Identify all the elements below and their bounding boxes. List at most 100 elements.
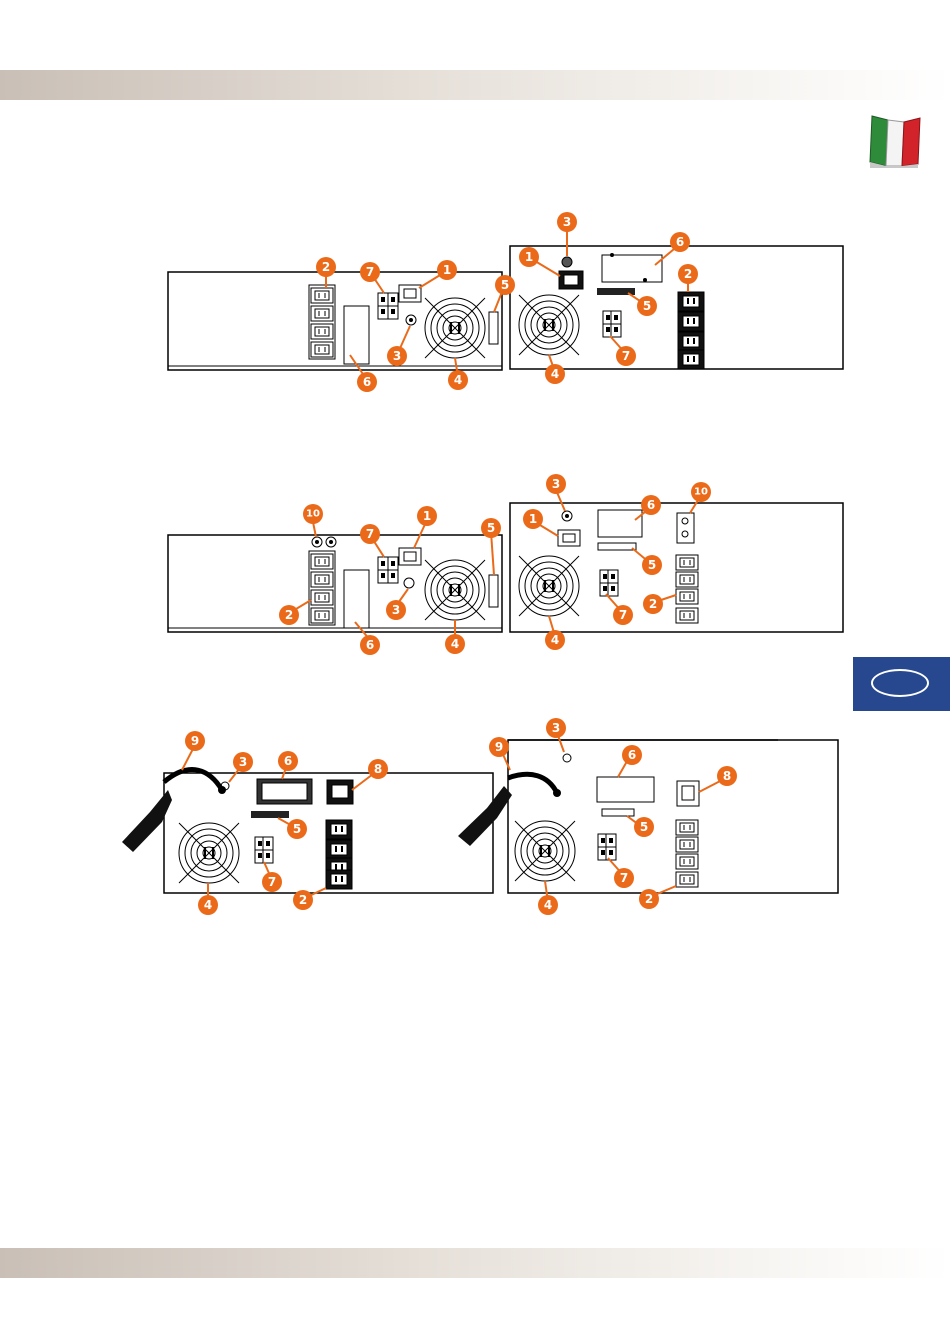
ac-inlet: [399, 548, 421, 565]
svg-text:6: 6: [363, 375, 371, 389]
svg-text:4: 4: [551, 633, 559, 647]
comm-port: [251, 811, 289, 818]
callout-4: 4: [538, 895, 558, 915]
svg-text:5: 5: [640, 820, 648, 834]
svg-text:7: 7: [619, 608, 627, 622]
breakers: [378, 293, 398, 319]
svg-text:1: 1: [443, 263, 451, 277]
callout-7: 7: [360, 524, 380, 544]
svg-text:8: 8: [723, 769, 731, 783]
svg-text:6: 6: [628, 748, 636, 762]
svg-text:5: 5: [487, 521, 495, 535]
callout-3: 3: [557, 212, 577, 232]
svg-text:10: 10: [694, 487, 708, 498]
svg-text:2: 2: [649, 597, 657, 611]
output-outlets: [678, 292, 704, 369]
svg-text:5: 5: [501, 278, 509, 292]
svg-text:4: 4: [551, 367, 559, 381]
svg-text:3: 3: [393, 349, 401, 363]
callout-9: 9: [185, 731, 205, 751]
callout-5: 5: [287, 819, 307, 839]
row2-left-unit: [168, 535, 502, 632]
ac-inlet: [558, 530, 580, 546]
svg-text:2: 2: [285, 608, 293, 622]
output-outlets: [676, 555, 698, 623]
callout-7: 7: [360, 262, 380, 282]
svg-text:6: 6: [284, 754, 292, 768]
callout-4: 4: [198, 895, 218, 915]
callout-3: 3: [386, 600, 406, 620]
svg-text:5: 5: [643, 299, 651, 313]
callout-2: 2: [678, 264, 698, 284]
row2-right-unit: [510, 503, 843, 632]
svg-text:10: 10: [306, 509, 320, 520]
callout-3: 3: [233, 752, 253, 772]
callout-2: 2: [279, 605, 299, 625]
svg-text:1: 1: [525, 250, 533, 264]
callout-7: 7: [262, 872, 282, 892]
svg-text:5: 5: [648, 558, 656, 572]
callout-6: 6: [622, 745, 642, 765]
svg-text:2: 2: [645, 892, 653, 906]
callout-6: 6: [357, 372, 377, 392]
output-outlets: [676, 820, 698, 887]
svg-text:6: 6: [676, 235, 684, 249]
row3-left-unit: [122, 770, 493, 893]
callout-6: 6: [360, 635, 380, 655]
callout-5: 5: [634, 817, 654, 837]
svg-text:7: 7: [366, 527, 374, 541]
svg-text:3: 3: [239, 755, 247, 769]
row3-right-unit: [458, 740, 838, 893]
svg-text:1: 1: [529, 512, 537, 526]
callout-9: 9: [489, 737, 509, 757]
callout-5: 5: [642, 555, 662, 575]
callout-4: 4: [545, 630, 565, 650]
svg-text:7: 7: [622, 349, 630, 363]
svg-text:8: 8: [374, 762, 382, 776]
ac-inlet: [399, 285, 421, 302]
svg-text:7: 7: [366, 265, 374, 279]
svg-text:3: 3: [392, 603, 400, 617]
callout-4: 4: [545, 364, 565, 384]
svg-text:9: 9: [495, 740, 503, 754]
callout-1: 1: [523, 509, 543, 529]
output-outlets: [326, 820, 352, 889]
callout-2: 2: [316, 257, 336, 277]
svg-text:4: 4: [204, 898, 212, 912]
row1-left-unit: [168, 272, 502, 370]
svg-text:2: 2: [322, 260, 330, 274]
svg-text:1: 1: [423, 509, 431, 523]
svg-text:4: 4: [451, 637, 459, 651]
callout-1: 1: [437, 260, 457, 280]
callout-4: 4: [445, 634, 465, 654]
row1-right-unit: [510, 246, 843, 369]
input-breaker: [562, 257, 572, 267]
callout-3: 3: [546, 718, 566, 738]
svg-text:4: 4: [544, 898, 552, 912]
svg-text:9: 9: [191, 734, 199, 748]
callout-6: 6: [278, 751, 298, 771]
ac-inlet: [677, 781, 699, 806]
callout-3: 3: [546, 474, 566, 494]
callout-1: 1: [417, 506, 437, 526]
callout-5: 5: [481, 518, 501, 538]
callout-8: 8: [368, 759, 388, 779]
callout-6: 6: [670, 232, 690, 252]
svg-text:2: 2: [684, 267, 692, 281]
callout-5: 5: [495, 275, 515, 295]
callout-2: 2: [639, 889, 659, 909]
svg-text:6: 6: [366, 638, 374, 652]
svg-text:7: 7: [620, 871, 628, 885]
callout-10: 10: [303, 504, 323, 524]
callout-2: 2: [293, 890, 313, 910]
svg-text:2: 2: [299, 893, 307, 907]
callout-7: 7: [616, 346, 636, 366]
callout-5: 5: [637, 296, 657, 316]
svg-text:7: 7: [268, 875, 276, 889]
callout-7: 7: [614, 868, 634, 888]
svg-text:3: 3: [552, 721, 560, 735]
svg-text:5: 5: [293, 822, 301, 836]
callout-2: 2: [643, 594, 663, 614]
callout-3: 3: [387, 346, 407, 366]
